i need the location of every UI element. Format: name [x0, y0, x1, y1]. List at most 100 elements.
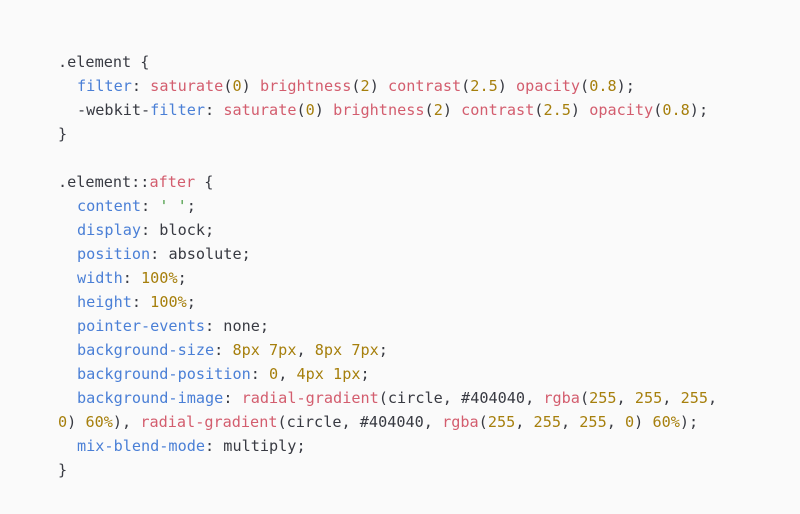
- code-token: ' ': [159, 197, 187, 215]
- code-token: brightness: [259, 77, 352, 95]
- code-token: pointer-events: [77, 317, 206, 335]
- code-token: :: [250, 365, 270, 383]
- code-line: pointer-events: none;: [58, 314, 800, 338]
- code-token: 255: [533, 413, 561, 431]
- code-token: (: [653, 101, 663, 119]
- code-token: filter: [150, 101, 206, 119]
- code-line: .element::after {: [58, 170, 800, 194]
- code-token: saturate: [150, 77, 224, 95]
- code-token: -webkit-: [77, 101, 151, 119]
- code-token: 2.5: [470, 77, 498, 95]
- code-token: contrast: [387, 77, 462, 95]
- code-token: radial-gradient: [241, 389, 379, 407]
- code-token: mix-blend-mode: [77, 437, 206, 455]
- code-line: .element {: [58, 50, 800, 74]
- code-token: 255: [579, 413, 607, 431]
- code-token: ,: [278, 365, 297, 383]
- code-token: : none;: [205, 317, 270, 335]
- code-token: ,: [616, 389, 635, 407]
- code-token: 0: [58, 413, 68, 431]
- code-token: contrast: [461, 101, 535, 119]
- code-token: ): [241, 77, 260, 95]
- code-token: 0: [232, 77, 242, 95]
- code-token: ): [442, 101, 462, 119]
- code-line: position: absolute;: [58, 242, 800, 266]
- code-token: 8px 7px: [314, 341, 379, 359]
- code-token: 100%: [141, 269, 178, 287]
- code-token: 0.8: [589, 77, 617, 95]
- code-token: background-position: [77, 365, 251, 383]
- code-token: :: [214, 341, 233, 359]
- code-token: (: [580, 77, 590, 95]
- code-token: 60%: [85, 413, 113, 431]
- code-line: content: ' ';: [58, 194, 800, 218]
- code-token: 2.5: [543, 101, 571, 119]
- code-token: ,: [515, 413, 534, 431]
- code-token: 2: [360, 77, 370, 95]
- code-token: filter: [77, 77, 132, 95]
- code-line: height: 100%;: [58, 290, 800, 314]
- code-token: );: [689, 101, 709, 119]
- code-token: (: [478, 413, 488, 431]
- code-token: position: [77, 245, 151, 263]
- code-token: ;: [378, 341, 388, 359]
- code-token: saturate: [223, 101, 297, 119]
- code-line: background-position: 0, 4px 1px;: [58, 362, 800, 386]
- code-token: );: [679, 413, 699, 431]
- code-line: -webkit-filter: saturate(0) brightness(2…: [58, 98, 800, 122]
- code-line: }: [58, 458, 800, 482]
- code-token: (: [296, 101, 306, 119]
- code-line: filter: saturate(0) brightness(2) contra…: [58, 74, 800, 98]
- code-token: :: [122, 269, 142, 287]
- code-token: }: [58, 125, 68, 143]
- code-token: 60%: [652, 413, 680, 431]
- code-token: 100%: [150, 293, 187, 311]
- code-token: background-size: [77, 341, 215, 359]
- code-token: rgba: [442, 413, 479, 431]
- code-token: ,: [560, 413, 580, 431]
- code-token: : absolute;: [150, 245, 251, 263]
- code-token: :: [131, 293, 151, 311]
- code-token: ): [314, 101, 334, 119]
- code-token: ): [67, 413, 86, 431]
- code-token: ,: [296, 341, 315, 359]
- code-token: .element {: [58, 53, 150, 71]
- code-token: ): [497, 77, 517, 95]
- code-token: 0.8: [662, 101, 690, 119]
- code-token: }: [58, 461, 68, 479]
- code-token: 0: [625, 413, 635, 431]
- code-token: ): [570, 101, 590, 119]
- code-token: after: [149, 173, 196, 191]
- code-line: width: 100%;: [58, 266, 800, 290]
- code-token: 0: [269, 365, 279, 383]
- code-token: ),: [112, 413, 141, 431]
- code-token: (: [534, 101, 544, 119]
- code-token: ,: [606, 413, 626, 431]
- code-token: ,: [708, 389, 718, 407]
- code-line: background-image: radial-gradient(circle…: [58, 386, 800, 410]
- code-token: ,: [662, 389, 681, 407]
- code-token: :: [131, 77, 151, 95]
- code-token: opacity: [516, 77, 581, 95]
- code-token: 255: [680, 389, 708, 407]
- code-token: );: [616, 77, 635, 95]
- code-token: ;: [186, 197, 196, 215]
- code-token: 4px 1px: [296, 365, 361, 383]
- code-token: 0: [305, 101, 315, 119]
- code-line: display: block;: [58, 218, 800, 242]
- code-token: (: [579, 389, 590, 407]
- code-token: brightness: [333, 101, 425, 119]
- code-line: mix-blend-mode: multiply;: [58, 434, 800, 458]
- code-token: (: [461, 77, 471, 95]
- code-token: (: [223, 77, 233, 95]
- code-token: : multiply;: [205, 437, 306, 455]
- code-token: height: [77, 293, 132, 311]
- code-token: rgba: [543, 389, 580, 407]
- code-token: content: [77, 197, 142, 215]
- code-token: ): [369, 77, 388, 95]
- code-token: : block;: [141, 221, 215, 239]
- code-token: :: [205, 101, 224, 119]
- code-token: 8px 7px: [232, 341, 297, 359]
- code-token: 255: [589, 389, 617, 407]
